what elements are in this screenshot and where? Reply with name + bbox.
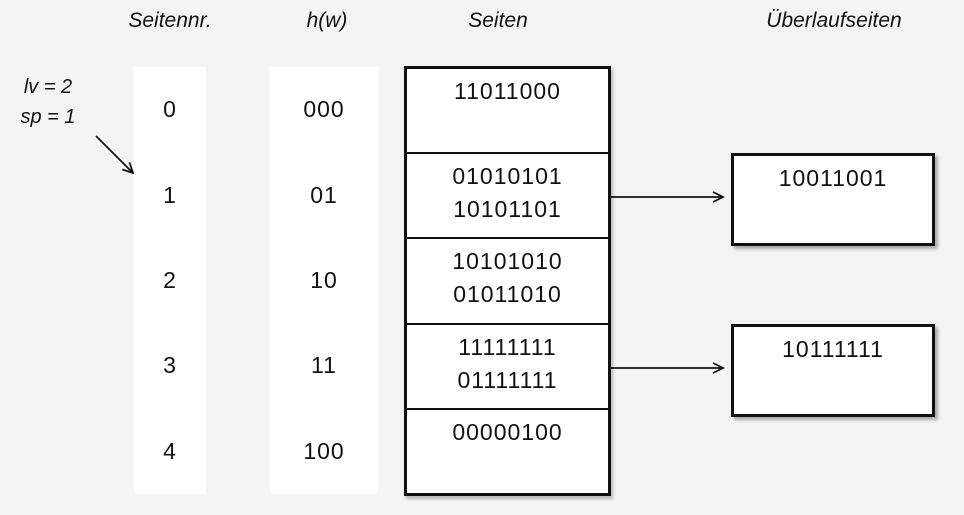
seitennr-cell: 1 bbox=[163, 181, 177, 208]
seitennr-cell: 4 bbox=[163, 437, 177, 464]
pages-table: 11011000 01010101 10101101 10101010 0101… bbox=[404, 66, 611, 496]
page-entry bbox=[407, 449, 608, 482]
seitennr-cell: 3 bbox=[163, 352, 177, 379]
sp-pointer-arrow bbox=[95, 135, 135, 175]
seitennr-column: 0 1 2 3 4 bbox=[134, 67, 206, 494]
column-header-ueberlaufseiten: Überlaufseiten bbox=[766, 9, 902, 32]
page-entry: 10101101 bbox=[453, 196, 562, 223]
hw-cell: 01 bbox=[310, 181, 338, 208]
column-header-seiten: Seiten bbox=[468, 9, 528, 32]
page-bucket-4: 00000100 bbox=[407, 407, 608, 493]
page-bucket-1: 01010101 10101101 bbox=[407, 152, 608, 237]
page-entry: 11011000 bbox=[454, 78, 561, 104]
page-entry: 00000100 bbox=[452, 418, 563, 445]
page-bucket-3: 11111111 01111111 bbox=[407, 322, 608, 408]
seitennr-cell: 0 bbox=[163, 96, 177, 123]
hw-cell: 100 bbox=[303, 437, 345, 464]
page-bucket-0: 11011000 bbox=[407, 69, 608, 152]
page-entry: 01111111 bbox=[457, 366, 558, 393]
seitennr-cell: 2 bbox=[163, 267, 177, 294]
hw-cell: 000 bbox=[303, 96, 345, 123]
hw-column: 000 01 10 11 100 bbox=[270, 67, 378, 494]
column-header-hw: h(w) bbox=[306, 9, 348, 32]
sp-label: sp = 1 bbox=[20, 106, 76, 128]
overflow-entry: 10011001 bbox=[778, 165, 888, 191]
page-entry bbox=[407, 108, 608, 141]
page-entry: 11111111 bbox=[458, 333, 557, 360]
page-entry: 01011010 bbox=[453, 281, 562, 308]
hw-cell: 10 bbox=[310, 267, 338, 294]
page-entry: 01010101 bbox=[452, 163, 563, 190]
column-header-seitennr: Seitennr. bbox=[128, 9, 212, 32]
overflow-entry: 10111111 bbox=[782, 336, 884, 362]
overflow-page-row3: 10111111 bbox=[731, 324, 935, 417]
state-labels: lv = 2 sp = 1 bbox=[0, 72, 96, 132]
page-bucket-2: 10101010 01011010 bbox=[407, 237, 608, 322]
lv-label: lv = 2 bbox=[23, 76, 73, 98]
page-entry: 10101010 bbox=[452, 248, 563, 275]
overflow-page-row1: 10011001 bbox=[731, 153, 935, 246]
hw-cell: 11 bbox=[311, 352, 337, 379]
